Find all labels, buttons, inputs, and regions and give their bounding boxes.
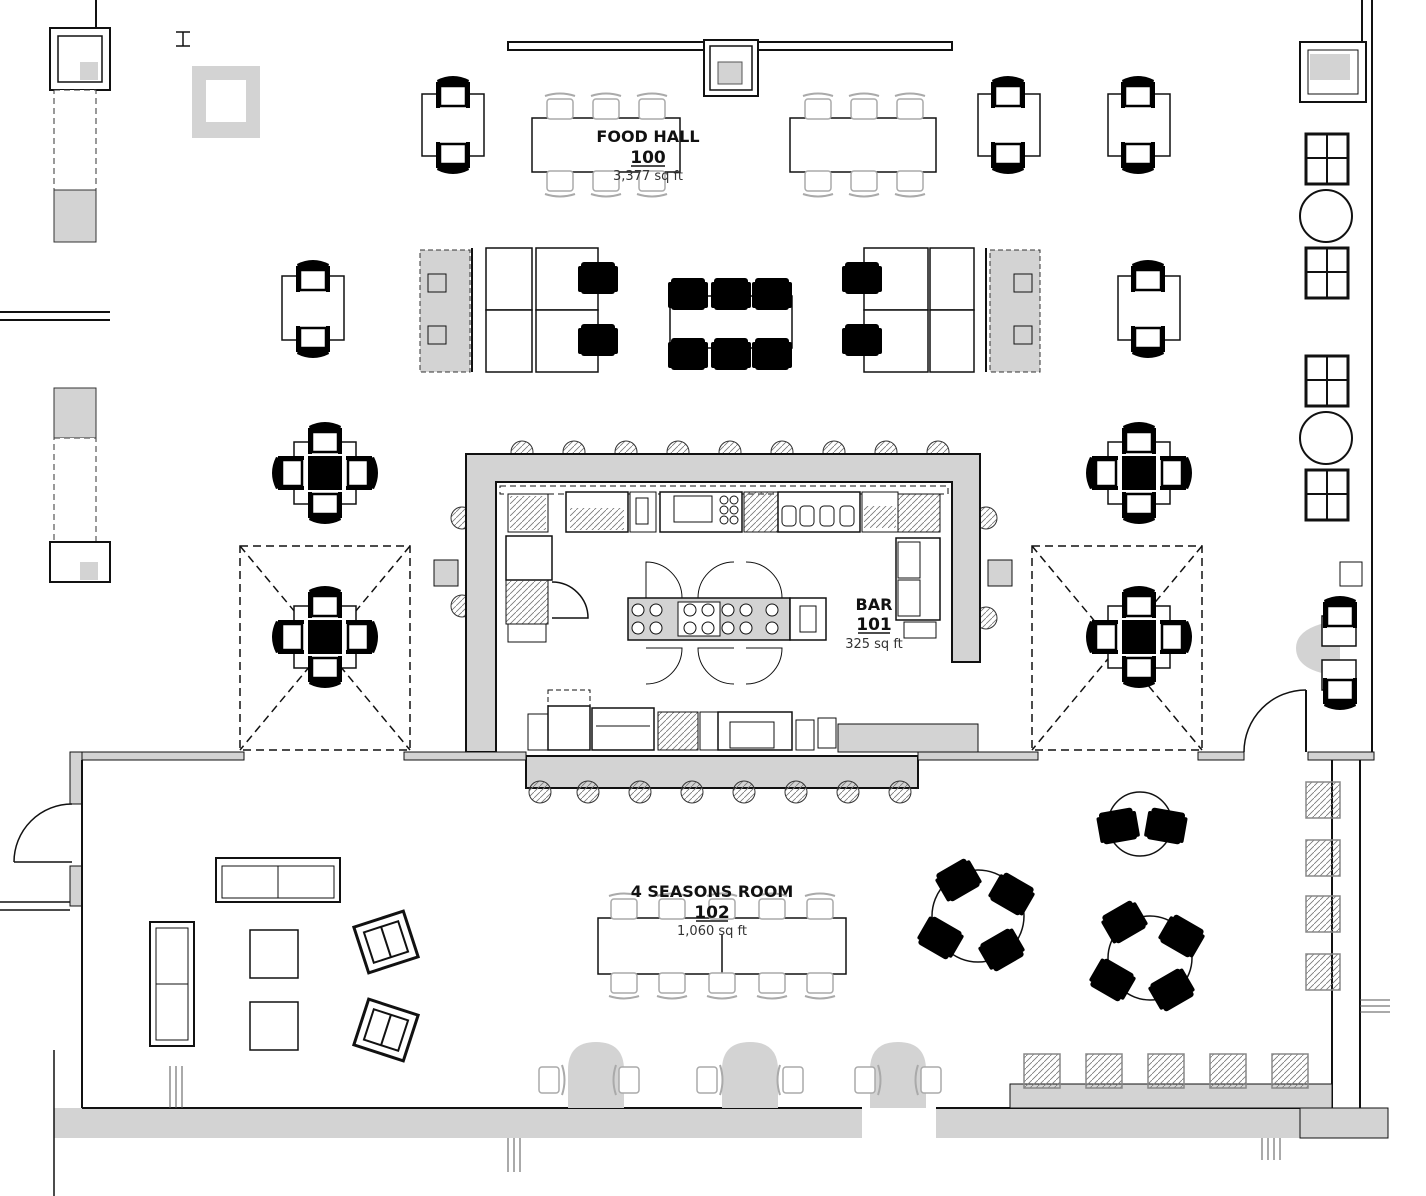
column-left	[433, 559, 459, 587]
four-seasons-number: 102	[694, 903, 730, 923]
window-seat-right	[1296, 594, 1359, 712]
four-seasons-area: 1,060 sq ft	[677, 924, 747, 939]
four-seasons-name: 4 SEASONS ROOM	[631, 882, 794, 901]
food-hall-number: 100	[630, 148, 666, 168]
booth-right	[842, 247, 1041, 373]
four-top-tables	[239, 420, 1203, 751]
floor-drains	[169, 999, 1390, 1172]
column-right	[987, 559, 1013, 587]
bar-counter	[450, 440, 998, 804]
dividing-wall	[0, 689, 1375, 911]
two-top-tables	[281, 74, 1181, 360]
exterior-walls	[0, 0, 1373, 760]
right-side-fixtures	[1299, 132, 1353, 522]
top-right-column	[1299, 41, 1367, 103]
food-hall-area: 3,377 sq ft	[613, 169, 683, 184]
bar-name: BAR	[856, 595, 893, 614]
food-hall-name: FOOD HALL	[596, 127, 699, 146]
long-dining-table	[597, 892, 847, 1000]
bar-number: 101	[856, 615, 892, 635]
food-hall-label: FOOD HALL 100 3,377 sq ft	[596, 127, 699, 184]
round-tables	[914, 791, 1208, 1014]
left-columns	[49, 27, 260, 583]
top-feature-wall	[507, 39, 953, 97]
window-seats-bottom	[538, 781, 1341, 1108]
right-column-small	[1339, 561, 1363, 587]
bar-label: BAR 101 325 sq ft	[845, 595, 903, 652]
booth-left	[419, 247, 618, 373]
four-seasons-label: 4 SEASONS ROOM 102 1,060 sq ft	[631, 882, 794, 939]
lounge-furniture	[149, 857, 421, 1063]
communal-tables	[531, 92, 937, 198]
bar-area: 325 sq ft	[845, 637, 903, 652]
six-top-table	[668, 278, 793, 370]
